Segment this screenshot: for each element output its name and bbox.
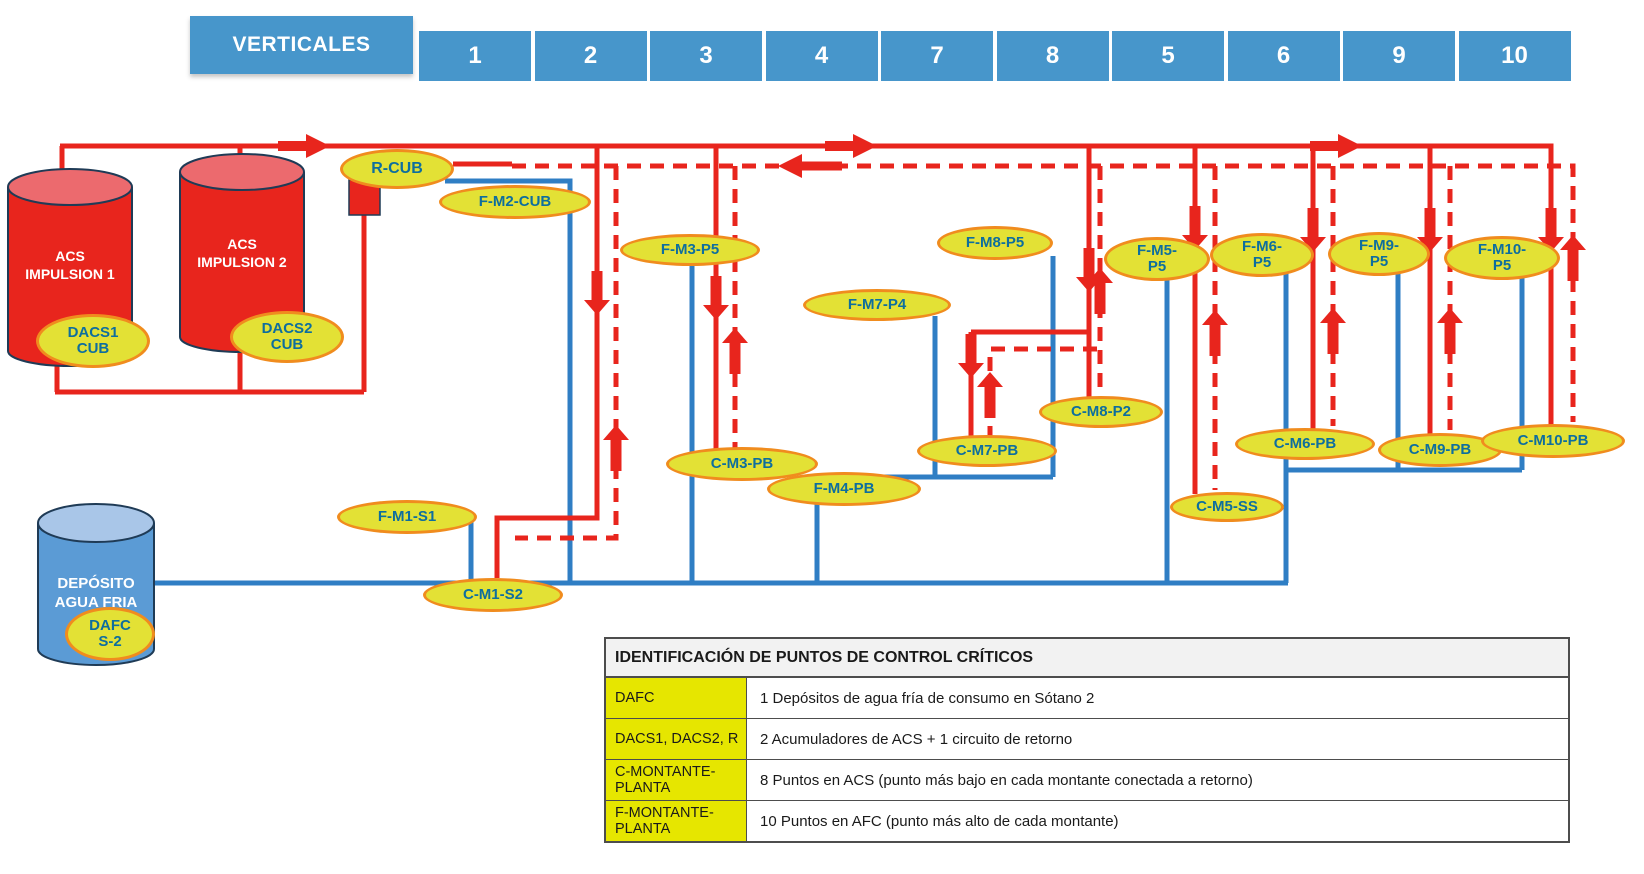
legend-key-dacs: DACS1, DACS2, R <box>606 719 747 759</box>
point-c-m8-p2: C-M8-P2 <box>1039 396 1163 428</box>
header-col-3: 3 <box>648 31 762 81</box>
header-col-8: 8 <box>994 31 1109 81</box>
table-row: DAFC 1 Depósitos de agua fría de consumo… <box>606 678 1568 719</box>
point-c-m7-pb: C-M7-PB <box>917 435 1057 467</box>
point-f-m5-p5: F-M5- P5 <box>1104 237 1210 281</box>
acs-supply-pipes <box>54 143 1554 578</box>
tank-acs-2 <box>179 153 305 353</box>
acs-return-pipes <box>512 163 1576 541</box>
header-col-1: 1 <box>417 31 531 81</box>
header-col-6: 6 <box>1225 31 1340 81</box>
header-verticales: VERTICALES <box>190 16 413 74</box>
point-f-m3-p5: F-M3-P5 <box>620 234 760 266</box>
point-f-m9-p5: F-M9- P5 <box>1328 232 1430 276</box>
legend-key-dafc: DAFC <box>606 678 747 718</box>
header-col-4: 4 <box>763 31 878 81</box>
table-row: C-MONTANTE-PLANTA 8 Puntos en ACS (punto… <box>606 760 1568 801</box>
legend-table: IDENTIFICACIÓN DE PUNTOS DE CONTROL CRÍT… <box>604 637 1570 843</box>
tank-cold-label: DEPÓSITO AGUA FRIA <box>54 574 138 612</box>
legend-desc-dacs: 2 Acumuladores de ACS + 1 circuito de re… <box>760 730 1073 748</box>
point-f-m2-cub: F-M2-CUB <box>439 185 591 219</box>
point-r-cub: R-CUB <box>340 149 454 189</box>
point-c-m1-s2: C-M1-S2 <box>423 578 563 612</box>
point-dafc-s2: DAFC S-2 <box>65 607 155 661</box>
tank-acs-2-label: ACS IMPULSION 2 <box>197 235 287 270</box>
header-col-9: 9 <box>1341 31 1455 81</box>
point-f-m10-p5: F-M10- P5 <box>1444 236 1560 280</box>
point-f-m4-pb: F-M4-PB <box>767 472 921 506</box>
table-row: F-MONTANTE-PLANTA 10 Puntos en AFC (punt… <box>606 801 1568 841</box>
point-dacs1-cub: DACS1 CUB <box>36 314 150 368</box>
table-row: DACS1, DACS2, R 2 Acumuladores de ACS + … <box>606 719 1568 760</box>
legend-desc-f-montante: 10 Puntos en AFC (punto más alto de cada… <box>760 812 1119 830</box>
header-col-2: 2 <box>532 31 647 81</box>
flow-arrows <box>278 134 1586 471</box>
point-f-m1-s1: F-M1-S1 <box>337 500 477 534</box>
tank-acs-1-label: ACS IMPULSION 1 <box>25 247 115 282</box>
legend-desc-c-montante: 8 Puntos en ACS (punto más bajo en cada … <box>760 771 1253 789</box>
point-c-m5-ss: C-M5-SS <box>1170 492 1284 522</box>
legend-desc-dafc: 1 Depósitos de agua fría de consumo en S… <box>760 689 1095 707</box>
legend-title: IDENTIFICACIÓN DE PUNTOS DE CONTROL CRÍT… <box>606 639 1568 678</box>
point-f-m7-p4: F-M7-P4 <box>803 289 951 321</box>
point-c-m10-pb: C-M10-PB <box>1481 424 1625 458</box>
header-col-10: 10 <box>1456 31 1571 81</box>
legend-key-c-montante: C-MONTANTE-PLANTA <box>606 760 747 800</box>
point-f-m6-p5: F-M6- P5 <box>1210 233 1314 277</box>
legend-key-f-montante: F-MONTANTE-PLANTA <box>606 801 747 841</box>
header-col-7: 7 <box>879 31 993 81</box>
header-col-5: 5 <box>1110 31 1224 81</box>
point-f-m8-p5: F-M8-P5 <box>937 226 1053 260</box>
point-dacs2-cub: DACS2 CUB <box>230 311 344 363</box>
point-c-m6-pb: C-M6-PB <box>1235 428 1375 460</box>
